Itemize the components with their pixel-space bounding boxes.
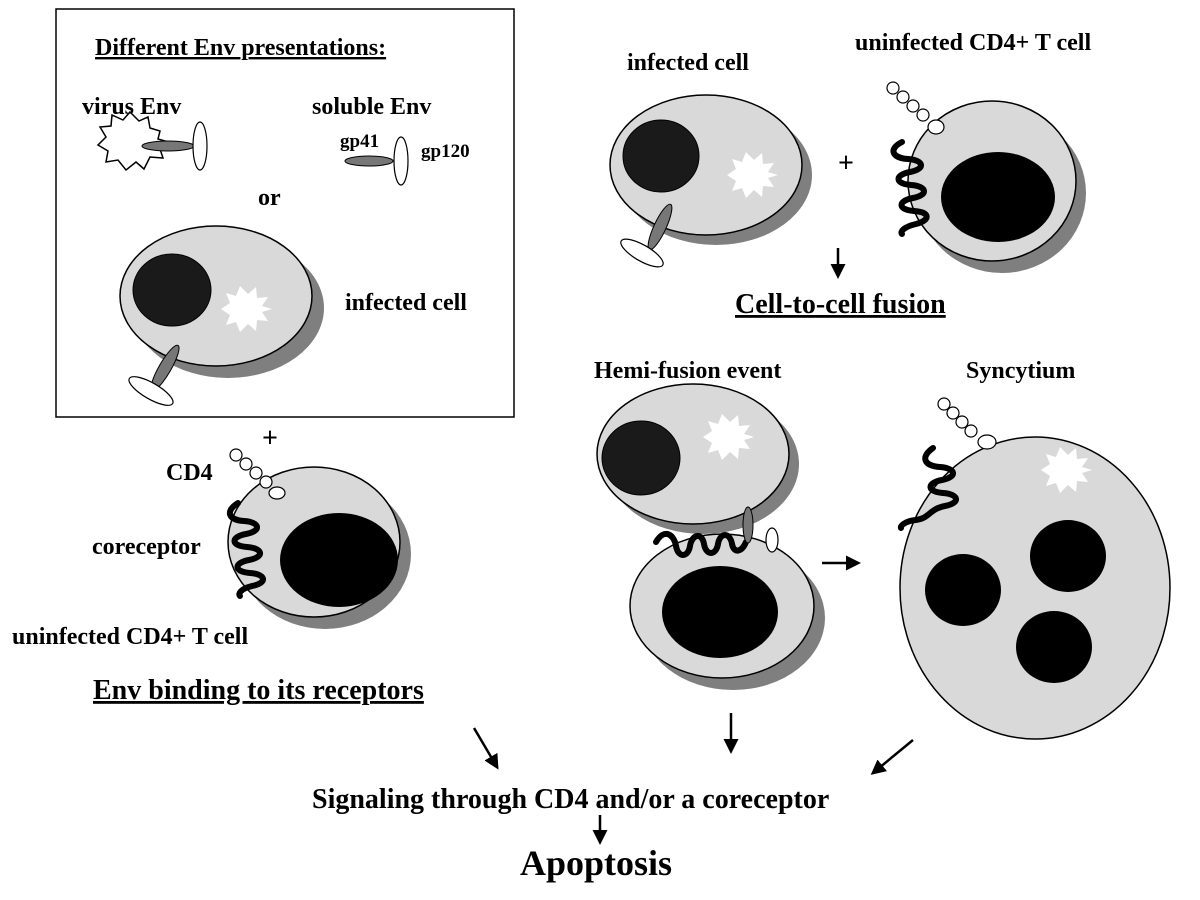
env-presentations-box [55, 8, 515, 418]
fusion-uninfected-label: uninfected CD4+ T cell [855, 30, 1091, 56]
apoptosis-label: Apoptosis [520, 843, 672, 883]
fusion-plus: + [838, 148, 854, 179]
gp120-label: gp120 [421, 141, 470, 162]
signaling-label: Signaling through CD4 and/or a corecepto… [312, 784, 829, 815]
binding-uninfected-label: uninfected CD4+ T cell [12, 624, 248, 650]
uninfected-cell-icon [226, 448, 411, 629]
fusion-uninfected-cell-icon [886, 81, 1086, 273]
binding-to-signaling-arrow [472, 727, 499, 770]
syncytium-label: Syncytium [966, 358, 1075, 384]
cd4-label: CD4 [166, 460, 213, 486]
virus-particle-icon [96, 110, 208, 172]
soluble-env-icon [344, 136, 409, 186]
box-infected-cell-label: infected cell [345, 290, 467, 316]
binding-title: Env binding to its receptors [93, 675, 424, 706]
fusion-infected-label: infected cell [627, 50, 749, 76]
hemi-fusion-cells-icon [596, 383, 825, 690]
fusion-title: Cell-to-cell fusion [735, 289, 946, 320]
fusion-infected-cell-icon [609, 94, 812, 268]
syncytium-icon [897, 397, 1171, 740]
gp41-label: gp41 [340, 131, 379, 152]
soluble-env-label: soluble Env [312, 94, 431, 120]
or-label: or [258, 185, 281, 211]
env-presentations-title: Different Env presentations: [95, 35, 386, 61]
binding-plus: + [262, 423, 278, 454]
syncytium-to-signaling-arrow [870, 739, 914, 775]
infected-cell-icon [119, 225, 324, 406]
coreceptor-label: coreceptor [92, 534, 201, 560]
hemi-fusion-label: Hemi-fusion event [594, 358, 781, 384]
